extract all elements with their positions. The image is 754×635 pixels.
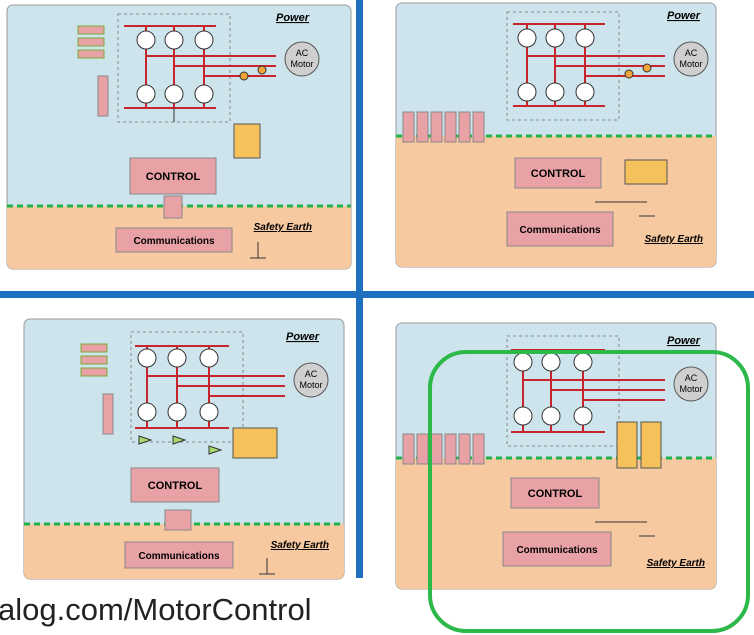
transistor-icon: [576, 29, 594, 47]
gate-driver: [81, 356, 107, 364]
gate-driver: [81, 344, 107, 352]
safety-earth-label: Safety Earth: [254, 222, 312, 233]
transistor-icon: [546, 29, 564, 47]
isolator-block: [165, 510, 191, 530]
position-sensor-block: [233, 428, 277, 458]
transistor-icon: [168, 349, 186, 367]
transistor-icon: [200, 349, 218, 367]
power-label: Power: [286, 331, 320, 343]
current-sensor-icon: [643, 64, 651, 72]
power-label: Power: [667, 10, 701, 22]
motor-label-line1: AC: [296, 48, 309, 58]
gate-driver-stack: [103, 394, 113, 434]
isolated-gate-driver: [417, 112, 428, 142]
panel-top-left-diagram: Power AC Motor CONTROL: [6, 4, 352, 270]
transistor-icon: [165, 31, 183, 49]
communications-label: Communications: [138, 551, 220, 562]
isolated-gate-driver: [403, 434, 414, 464]
gate-driver: [81, 368, 107, 376]
isolated-gate-driver: [403, 112, 414, 142]
isolated-gate-driver: [473, 112, 484, 142]
current-sensor-icon: [240, 72, 248, 80]
transistor-icon: [518, 83, 536, 101]
isolated-gate-driver: [445, 112, 456, 142]
motor-label-line2: Motor: [299, 380, 322, 390]
transistor-icon: [138, 403, 156, 421]
power-label: Power: [667, 335, 701, 347]
highlight-outline: [426, 348, 754, 635]
transistor-icon: [518, 29, 536, 47]
transistor-icon: [576, 83, 594, 101]
vertical-divider: [356, 0, 363, 578]
current-sensor-icon: [625, 70, 633, 78]
gate-driver: [78, 38, 104, 46]
footer-url: alog.com/MotorControl: [0, 588, 312, 632]
communications-label: Communications: [133, 236, 215, 247]
gate-driver-stack: [98, 76, 108, 116]
motor-label-line1: AC: [305, 369, 318, 379]
motor-label-line2: Motor: [679, 59, 702, 69]
isolated-gate-driver: [431, 112, 442, 142]
safety-earth-label: Safety Earth: [271, 540, 329, 551]
control-label: CONTROL: [531, 168, 586, 180]
transistor-icon: [137, 31, 155, 49]
panel-top-right-diagram: Power AC Motor CONTROL Communications Sa: [395, 2, 717, 268]
motor-label-line1: AC: [685, 48, 698, 58]
control-label: CONTROL: [148, 480, 203, 492]
position-sensor-block: [234, 124, 260, 158]
isolated-gate-driver: [459, 112, 470, 142]
transistor-icon: [138, 349, 156, 367]
position-sensor-block: [625, 160, 667, 184]
power-label: Power: [276, 12, 310, 24]
transistor-icon: [137, 85, 155, 103]
transistor-icon: [200, 403, 218, 421]
safety-domain: [396, 136, 716, 267]
horizontal-divider: [0, 291, 754, 298]
transistor-icon: [168, 403, 186, 421]
isolator-block: [164, 196, 182, 218]
communications-label: Communications: [519, 225, 601, 236]
safety-earth-label: Safety Earth: [645, 234, 703, 245]
current-sensor-icon: [258, 66, 266, 74]
motor-label-line2: Motor: [290, 59, 313, 69]
control-label: CONTROL: [146, 171, 201, 183]
transistor-icon: [165, 85, 183, 103]
gate-driver: [78, 26, 104, 34]
transistor-icon: [195, 31, 213, 49]
transistor-icon: [546, 83, 564, 101]
gate-driver: [78, 50, 104, 58]
panel-bottom-left-diagram: Power AC Motor CONTROL Communications Sa…: [23, 318, 345, 580]
transistor-icon: [195, 85, 213, 103]
